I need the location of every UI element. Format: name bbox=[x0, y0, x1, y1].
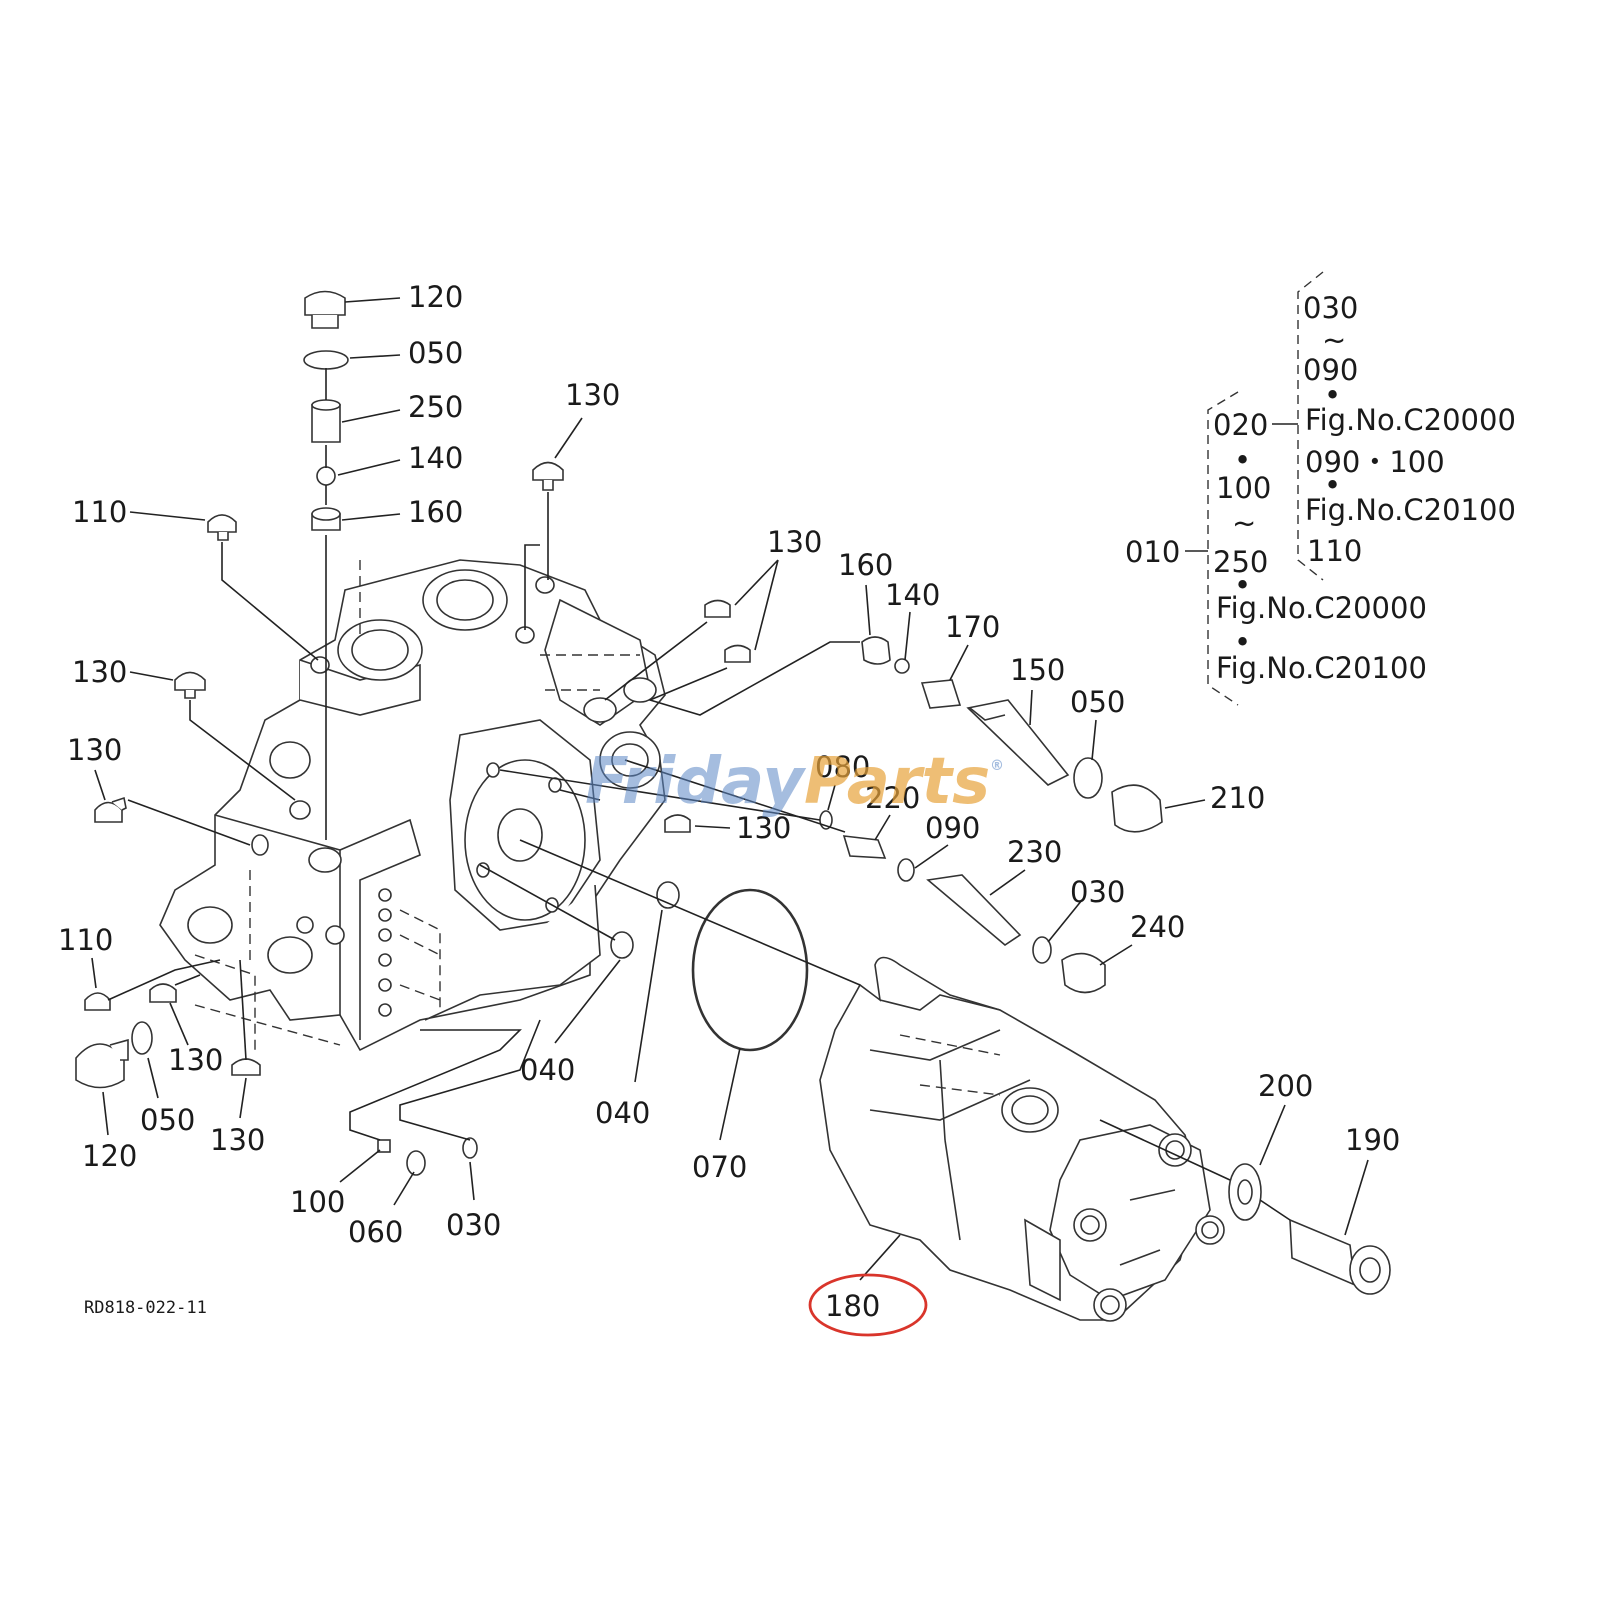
leader-lines bbox=[91, 297, 1369, 1281]
callout-130-left1: 130 bbox=[72, 655, 127, 689]
callout-210: 210 bbox=[1210, 781, 1265, 815]
note-inner-110: 110 bbox=[1307, 534, 1362, 568]
note-mid-dot1: • bbox=[1234, 443, 1251, 477]
note-mid-dot3: • bbox=[1234, 625, 1251, 659]
callout-230: 230 bbox=[1007, 835, 1062, 869]
note-inner-dot1: • bbox=[1324, 378, 1341, 412]
callout-180: 180 bbox=[825, 1289, 880, 1323]
highlight-circle-180 bbox=[808, 1273, 928, 1337]
drawing-reference: RD818-022-11 bbox=[84, 1298, 207, 1318]
callout-100: 100 bbox=[290, 1185, 345, 1219]
callout-140-right: 140 bbox=[885, 578, 940, 612]
note-inner-090: 090 bbox=[1303, 353, 1358, 387]
note-inner-030: 030 bbox=[1303, 291, 1358, 325]
callout-130-center: 130 bbox=[736, 811, 791, 845]
callout-030-right: 030 bbox=[1070, 875, 1125, 909]
hydraulic-pump-180 bbox=[819, 956, 1225, 1322]
note-mid-020: 020 bbox=[1213, 408, 1268, 442]
note-mid-fig-c20100: Fig.No.C20100 bbox=[1216, 651, 1427, 685]
callout-190: 190 bbox=[1345, 1123, 1400, 1157]
svg-text:FridayParts: FridayParts bbox=[585, 745, 990, 819]
callout-050-top: 050 bbox=[408, 336, 463, 370]
watermark-text-a: Friday bbox=[585, 745, 806, 819]
note-mid-tilde: ~ bbox=[1232, 506, 1256, 540]
note-mid-250: 250 bbox=[1213, 545, 1268, 579]
note-inner-tilde: ~ bbox=[1322, 323, 1346, 357]
valve-body bbox=[159, 559, 666, 1052]
note-inner-fig-c20100: Fig.No.C20100 bbox=[1305, 493, 1516, 527]
callout-170: 170 bbox=[945, 610, 1000, 644]
callout-090: 090 bbox=[925, 811, 980, 845]
callout-110-left: 110 bbox=[58, 923, 113, 957]
callout-040-a: 040 bbox=[520, 1053, 575, 1087]
callout-130-left2: 130 bbox=[67, 733, 122, 767]
callout-200: 200 bbox=[1258, 1069, 1313, 1103]
watermark-registered-mark: ® bbox=[990, 758, 1004, 774]
watermark-text-b: Parts bbox=[804, 745, 990, 819]
callout-050-bottom-left: 050 bbox=[140, 1103, 195, 1137]
callout-140-top: 140 bbox=[408, 441, 463, 475]
assembly-note: 030 ~ 090 • Fig.No.C20000 090・100 • Fig.… bbox=[1125, 271, 1516, 706]
note-mid-fig-c20000: Fig.No.C20000 bbox=[1216, 591, 1427, 625]
note-inner-090-100: 090・100 bbox=[1305, 445, 1445, 479]
callout-150: 150 bbox=[1010, 653, 1065, 687]
callout-160-top: 160 bbox=[408, 495, 463, 529]
callout-050-right: 050 bbox=[1070, 685, 1125, 719]
callout-110-top: 110 bbox=[72, 495, 127, 529]
callout-130-bottom-left1: 130 bbox=[168, 1043, 223, 1077]
callout-130-top: 130 bbox=[565, 378, 620, 412]
callout-040-b: 040 bbox=[595, 1096, 650, 1130]
callout-060: 060 bbox=[348, 1215, 403, 1249]
callout-120-bottom-left: 120 bbox=[82, 1139, 137, 1173]
callout-130-mid: 130 bbox=[767, 525, 822, 559]
note-inner-dot2: • bbox=[1324, 468, 1341, 502]
watermark-logo: FridayParts ® bbox=[585, 745, 1004, 819]
callout-030-bottom: 030 bbox=[446, 1208, 501, 1242]
callout-220: 220 bbox=[865, 781, 920, 815]
note-inner-fig-c20000: Fig.No.C20000 bbox=[1305, 403, 1516, 437]
callout-labels: 120 050 250 140 160 110 130 130 130 130 … bbox=[58, 280, 1400, 1323]
small-parts bbox=[75, 290, 1391, 1295]
note-mid-dot2: • bbox=[1234, 568, 1251, 602]
note-mid-100: 100 bbox=[1216, 471, 1271, 505]
callout-080: 080 bbox=[815, 750, 870, 784]
callout-250-top: 250 bbox=[408, 390, 463, 424]
callout-120-top: 120 bbox=[408, 280, 463, 314]
callout-240: 240 bbox=[1130, 910, 1185, 944]
callout-070: 070 bbox=[692, 1150, 747, 1184]
callout-130-bottom-left2: 130 bbox=[210, 1123, 265, 1157]
callout-160-right: 160 bbox=[838, 548, 893, 582]
port-holes bbox=[296, 888, 392, 1017]
note-outer-010: 010 bbox=[1125, 535, 1180, 569]
